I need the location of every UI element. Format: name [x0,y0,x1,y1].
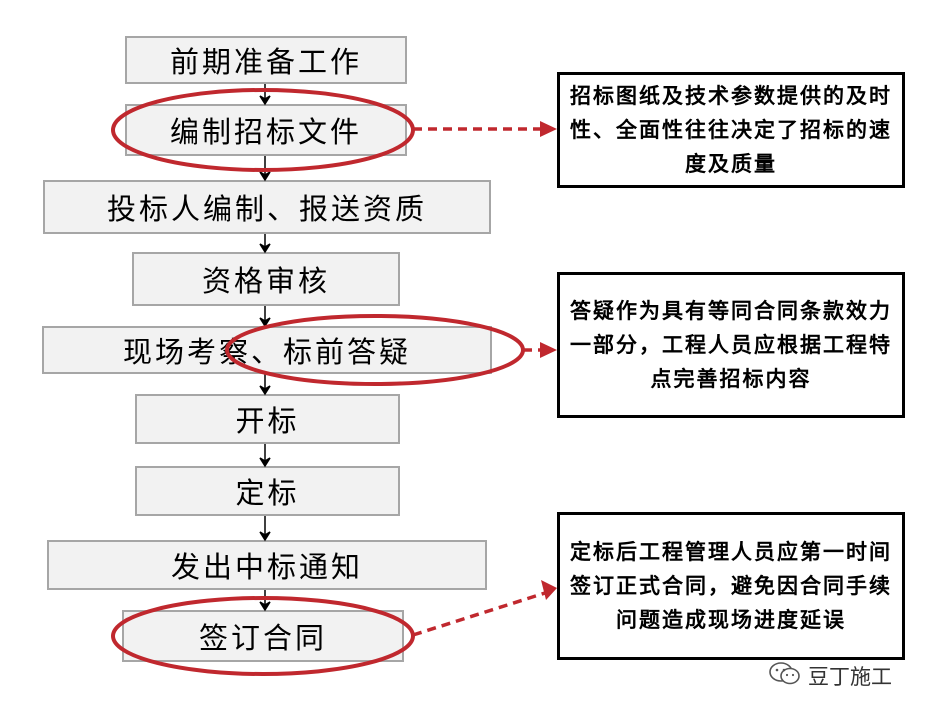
dashed-arrow-3 [412,591,546,637]
step-bidding-documents: 编制招标文件 [125,104,407,156]
dashed-arrowhead-2 [540,342,557,358]
flow-arrowhead-8 [259,601,271,612]
flow-arrowhead-6 [259,457,271,468]
flow-arrowhead-7 [259,531,271,542]
step-sign-contract: 签订合同 [122,610,404,662]
flow-arrowhead-2 [259,171,271,182]
step-bid-opening: 开标 [135,394,400,444]
step-bid-award: 定标 [135,466,400,516]
step-preparation: 前期准备工作 [125,36,407,84]
flow-arrowhead-1 [259,95,271,106]
step-site-visit-qa: 现场考察、标前答疑 [42,326,492,374]
dashed-arrowhead-1 [540,121,557,137]
step-qualification-review: 资格审核 [132,252,400,306]
note-sign-contract: 定标后工程管理人员应第一时间签订正式合同，避免因合同手续问题造成现场进度延误 [557,512,905,660]
step-bidder-qualification: 投标人编制、报送资质 [43,180,491,234]
wechat-icon [768,661,802,692]
flow-arrowhead-3 [259,243,271,254]
watermark: 豆丁施工 [768,660,892,692]
flow-arrowhead-4 [259,317,271,328]
flow-arrowhead-5 [259,385,271,396]
note-site-visit-qa: 答疑作为具有等同合同条款效力一部分，工程人员应根据工程特点完善招标内容 [557,272,905,418]
note-bidding-documents: 招标图纸及技术参数提供的及时性、全面性往往决定了招标的速度及质量 [557,72,905,188]
step-award-notice: 发出中标通知 [47,540,487,590]
watermark-text: 豆丁施工 [808,665,892,689]
dashed-arrowheads [540,121,557,600]
dashed-arrowhead-3 [541,580,557,600]
